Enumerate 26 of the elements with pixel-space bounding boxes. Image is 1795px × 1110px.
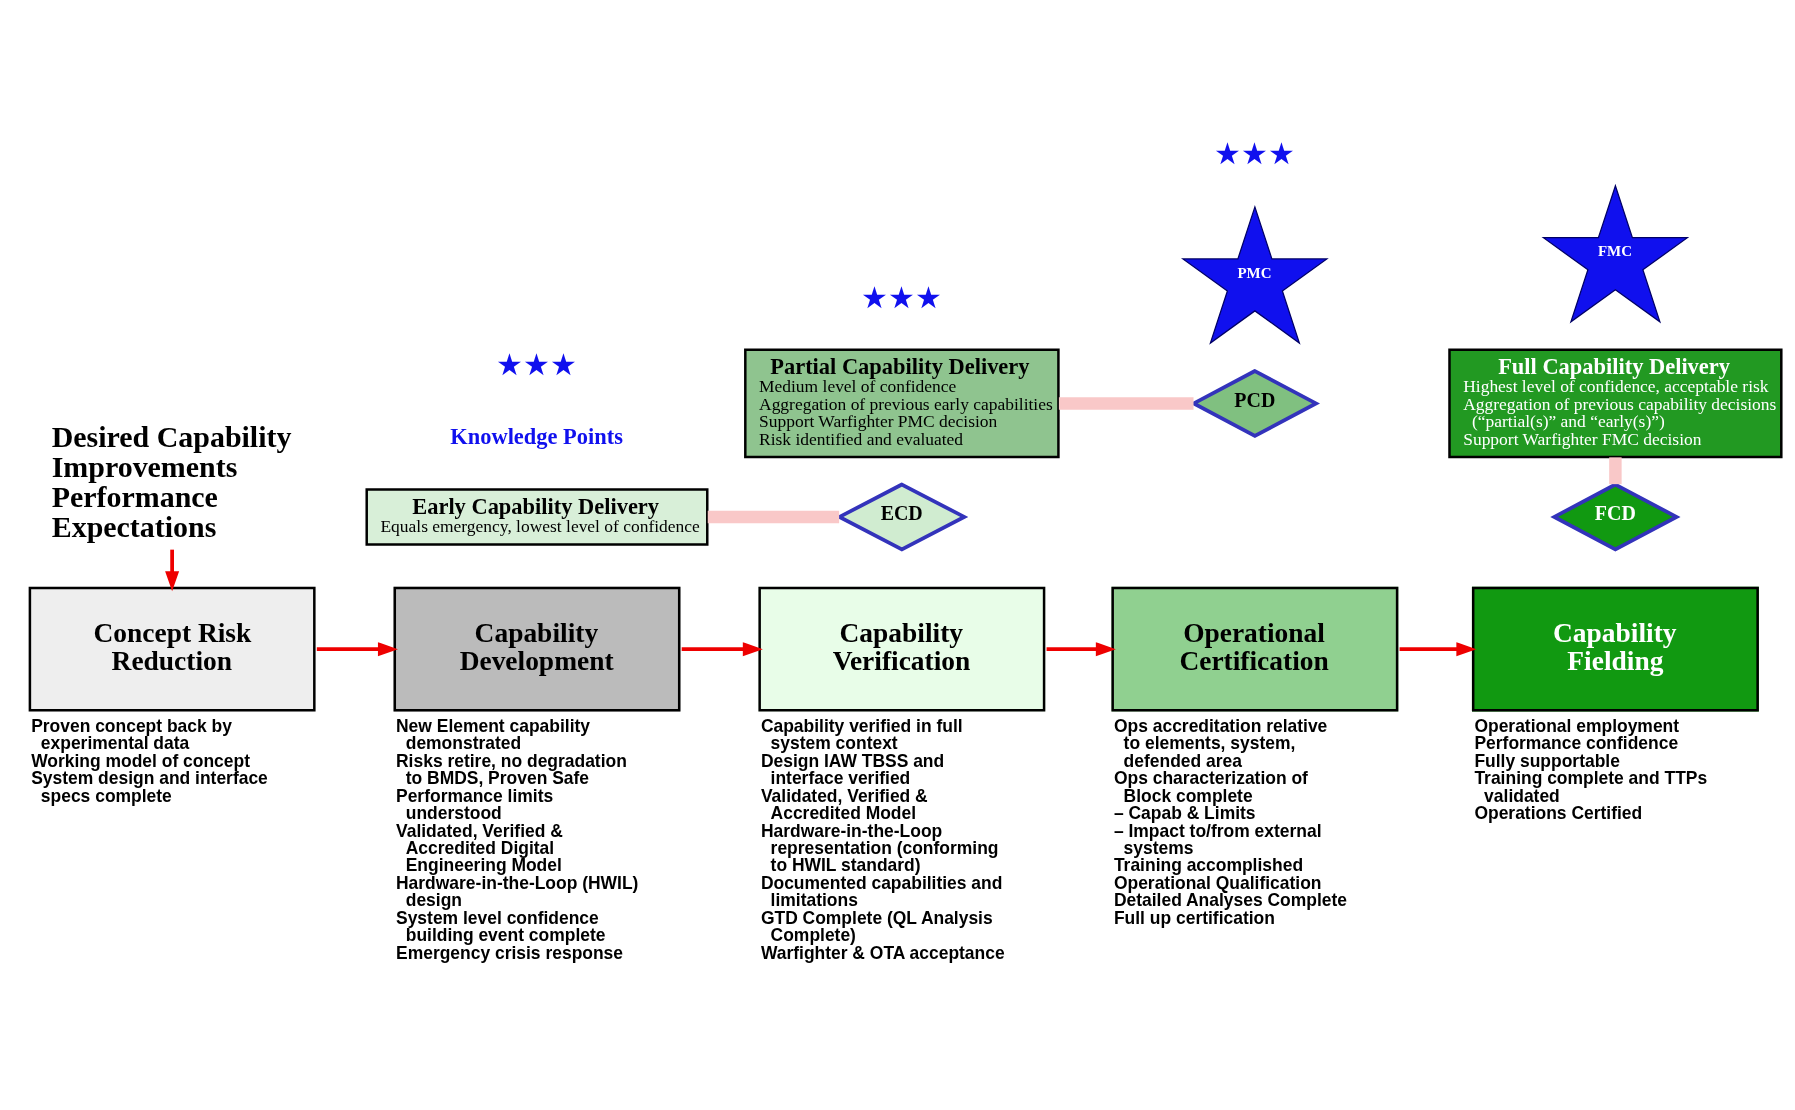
node-box: Full Capability Delivery Highest level of confidence, acceptable risk Aggregation of previous capability decisions (“partial(s)” and “early(s)”) Support Warfighter FMC decision [1448,348,1783,459]
arrow [165,549,180,592]
label: ★★★ [1214,137,1296,171]
node-label: Operations Certified [1474,803,1643,824]
node-label: Capability verified in full system context [760,715,963,754]
arrow [1046,642,1116,657]
node-label: Proven concept back by experimental data [31,715,232,754]
connector [707,510,840,524]
connector [1058,397,1194,410]
node-label: Ops accreditation relative to elements, system, defended area [1113,715,1328,771]
node-label: Operational employment [1474,715,1680,736]
arrow [681,642,763,657]
arrow [316,642,398,657]
node-text: Desired Capability Improvements Performance Expectations [51,420,292,544]
node-label: GTD Complete (QL Analysis Complete) [760,907,993,946]
node-box: Partial Capability Delivery Medium level of confidence Aggregation of previous early capabilities Support Warfighter PMC decision Risk identified and evaluated [744,348,1060,459]
label: ★★★ [861,280,943,314]
node-box: Early Capability Delivery Equals emergency, lowest level of confidence [365,488,709,546]
label: Knowledge Points [450,423,623,449]
label: ★★★ [496,347,578,381]
connector [1609,457,1622,485]
node-label: Fully supportable [1474,750,1620,771]
node-diamond: FCD [1550,482,1681,552]
node-label: Ops characterization of Block complete [1113,768,1308,806]
arrow [1399,642,1477,657]
node-label: Validated, Verified & Accredited Digital Engineering Model [396,820,563,876]
